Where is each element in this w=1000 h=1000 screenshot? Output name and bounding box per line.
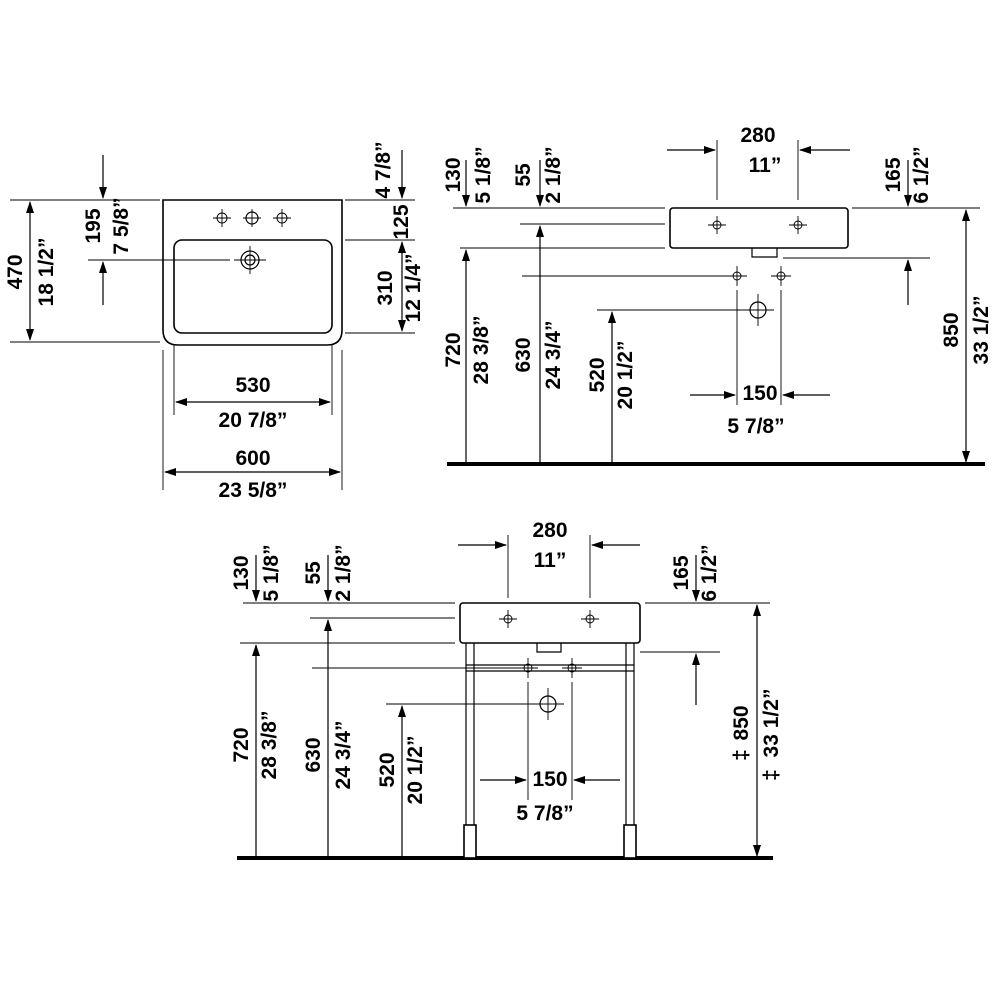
- dim-height-mm: 720: [230, 727, 253, 762]
- dim-ledge-in: 4 7/8”: [372, 141, 395, 198]
- dim-waste-mm: 520: [376, 752, 399, 787]
- dim-waste-in: 20 1/2”: [404, 736, 427, 805]
- dim-height-in: 28 3/8”: [258, 711, 281, 780]
- dim-overall-marker-2: ‡: [760, 769, 783, 781]
- basin-bowl: [173, 239, 333, 334]
- dim-valve-spacing-in: 5 7/8”: [516, 802, 573, 825]
- top-view: 470 18 1/2” 195 7 5/8” 4 7/8” 125 310 12…: [4, 141, 425, 502]
- dim-ledge-mm: 125: [390, 204, 413, 239]
- dim-tap-spacing-mm: 280: [740, 124, 775, 147]
- dim-bowl-depth-in: 12 1/4”: [402, 254, 425, 323]
- stand-frame: [463, 643, 637, 859]
- dim-right-in: 6 1/2”: [910, 146, 933, 203]
- dim-overall-mm: 850: [730, 705, 753, 740]
- dim-bowl-width-mm: 530: [235, 374, 270, 397]
- dim-depth-mm: 470: [4, 254, 27, 289]
- dim-height-in: 28 3/8”: [470, 316, 493, 385]
- waste-mark: [742, 294, 774, 326]
- dim-tap-spacing-in: 11”: [749, 154, 782, 177]
- dim-valve-spacing-mm: 150: [532, 768, 567, 791]
- dim-right-mm: 165: [882, 157, 905, 192]
- dim-tap-spacing-mm: 280: [532, 519, 567, 542]
- dim-tap-spacing-in: 11”: [534, 549, 567, 572]
- dim-width-in: 23 5/8”: [219, 479, 288, 502]
- tap-marks: [708, 216, 807, 234]
- basin-side: [669, 207, 849, 249]
- dim-lower-mm: 55: [512, 163, 535, 187]
- dim-width-mm: 600: [235, 447, 270, 470]
- dim-lower-in: 2 1/8”: [332, 544, 355, 601]
- dim-valve-in: 24 3/4”: [542, 321, 565, 390]
- dim-lower-mm: 55: [302, 561, 325, 585]
- dim-lower-in: 2 1/8”: [542, 146, 565, 203]
- dim-valve-spacing-mm: 150: [742, 382, 777, 405]
- dim-overall-marker: ‡: [730, 749, 753, 761]
- tap-holes: [213, 209, 291, 227]
- dim-bowl-width-in: 20 7/8”: [219, 409, 288, 432]
- dim-overall-in: 33 1/2”: [970, 296, 993, 365]
- dim-depth-in: 18 1/2”: [35, 238, 58, 307]
- dim-right-in: 6 1/2”: [698, 544, 721, 601]
- dim-right-mm: 165: [670, 555, 693, 590]
- dim-drain-in: 7 5/8”: [110, 197, 133, 254]
- dim-overall-mm: 850: [940, 312, 963, 347]
- waste-mark: [532, 688, 564, 720]
- valve-marks: [727, 266, 791, 286]
- dim-valve-mm: 630: [512, 337, 535, 372]
- tap-marks: [499, 610, 599, 628]
- dim-valve-spacing-in: 5 7/8”: [727, 415, 784, 438]
- dim-top-in: 5 1/8”: [472, 146, 495, 203]
- side-view-stand: 130 5 1/8” 55 2 1/8” 280 11” 165 6 1/2” …: [230, 519, 783, 860]
- dim-waste-mm: 520: [586, 357, 609, 392]
- basin-side: [459, 602, 641, 644]
- valve-marks: [518, 658, 582, 678]
- dim-top-mm: 130: [230, 555, 253, 590]
- dim-top-mm: 130: [442, 157, 465, 192]
- drain-hole: [234, 246, 266, 274]
- dim-drain-mm: 195: [82, 208, 105, 243]
- dim-bowl-depth-mm: 310: [374, 270, 397, 305]
- dim-valve-in: 24 3/4”: [332, 721, 355, 790]
- side-view-wall: 130 5 1/8” 55 2 1/8” 280 11” 165 6 1/2” …: [442, 124, 993, 466]
- dim-top-in: 5 1/8”: [260, 544, 283, 601]
- dim-overall-in: 33 1/2”: [760, 689, 783, 758]
- dim-valve-mm: 630: [302, 737, 325, 772]
- dim-height-mm: 720: [442, 332, 465, 367]
- dim-waste-in: 20 1/2”: [614, 341, 637, 410]
